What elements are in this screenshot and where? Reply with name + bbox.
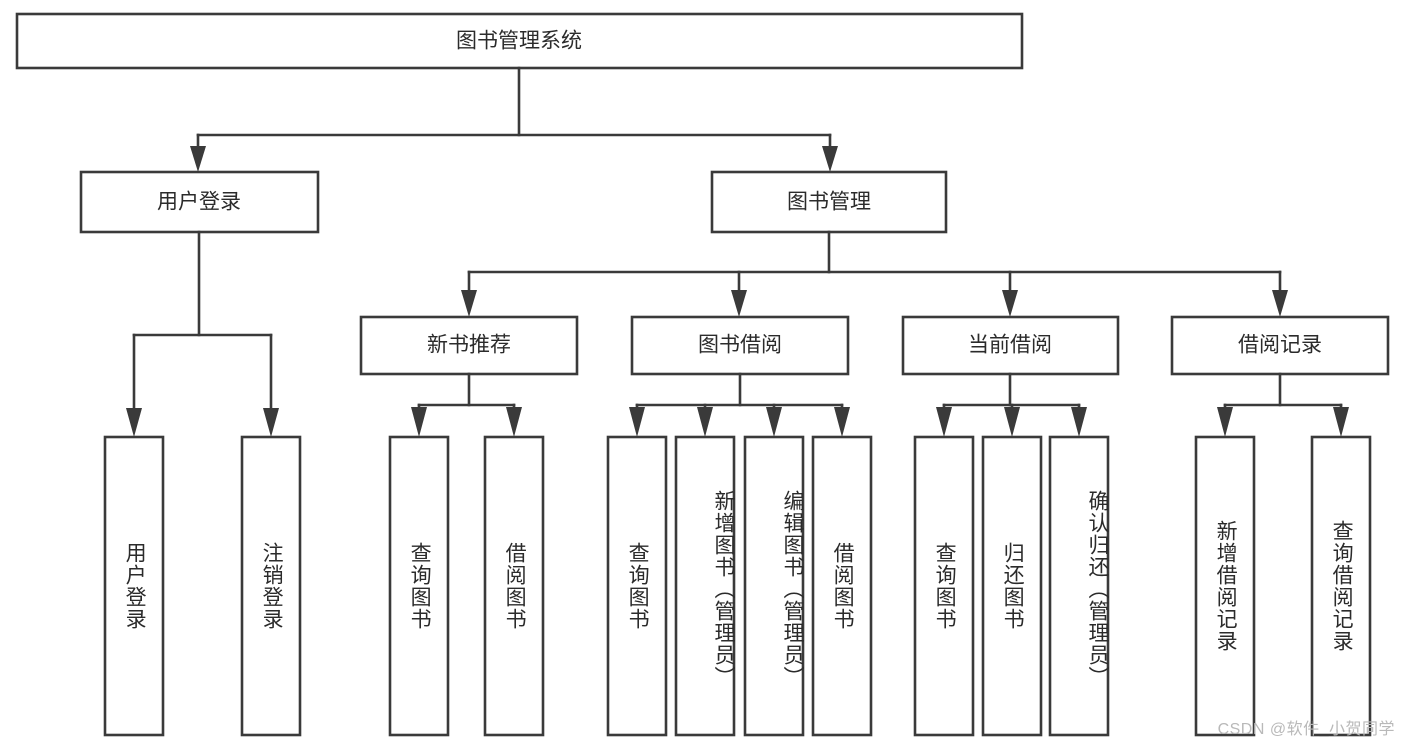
arrow-head-book-mgmt [822,146,838,172]
leaf-box-br-query-record[interactable] [1310,435,1372,737]
node-borrow-records-box[interactable] [1170,315,1390,376]
node-user-login-label: 用户登录 [157,191,241,214]
watermark-credit: CSDN @软件_小贺同学 [1217,721,1395,738]
arrow-head-nbr-leaf-1 [411,407,427,437]
arrow-head-leaf-user-login [126,408,142,437]
arrow-head-br-leaf-1 [1217,407,1233,437]
node-book-mgmt-box[interactable] [710,170,948,234]
leaf-box-cb-query-book[interactable] [913,435,975,737]
node-new-book-recommend-box[interactable] [359,315,579,376]
leaf-box-bb-add-book[interactable] [674,435,736,737]
leaf-box-bb-borrow-book[interactable] [811,435,873,737]
arrow-head-bb-leaf-4 [834,407,850,437]
arrow-head-leaf-logout [263,408,279,437]
leaf-box-br-add-record[interactable] [1194,435,1256,737]
arrow-head-bb-leaf-3 [766,407,782,437]
leaf-box-bb-edit-book[interactable] [743,435,805,737]
arrow-head-cb-leaf-3 [1071,407,1087,437]
arrow-head-new-book-recommend [461,290,477,317]
arrow-head-user-login [190,146,206,172]
node-current-borrow-box[interactable] [901,315,1120,376]
leaf-box-cb-confirm-return[interactable] [1048,435,1110,737]
arrow-head-cb-leaf-1 [936,407,952,437]
leaf-box-cb-return-book[interactable] [981,435,1043,737]
node-root-box[interactable] [15,12,1024,70]
arrow-head-borrow-records [1272,290,1288,317]
arrow-head-bb-leaf-2 [697,407,713,437]
arrow-head-book-borrow [731,290,747,317]
node-current-borrow-label: 当前借阅 [968,334,1052,357]
leaf-box-nbr-borrow-book[interactable] [483,435,545,737]
leaf-box-nbr-query-book[interactable] [388,435,450,737]
arrow-head-current-borrow [1002,290,1018,317]
arrow-head-cb-leaf-2 [1004,407,1020,437]
leaf-box-user-login[interactable] [103,435,165,737]
node-book-borrow-box[interactable] [630,315,850,376]
arrow-head-br-leaf-2 [1333,407,1349,437]
node-book-borrow-label: 图书借阅 [698,334,782,357]
node-borrow-records-label: 借阅记录 [1238,334,1322,357]
leaf-box-bb-query-book[interactable] [606,435,668,737]
node-root-label: 图书管理系统 [456,30,582,53]
arrow-head-nbr-leaf-2 [506,407,522,437]
node-new-book-recommend-label: 新书推荐 [427,334,511,357]
node-book-mgmt-label: 图书管理 [787,191,871,214]
arrow-head-bb-leaf-1 [629,407,645,437]
leaf-box-logout[interactable] [240,435,302,737]
